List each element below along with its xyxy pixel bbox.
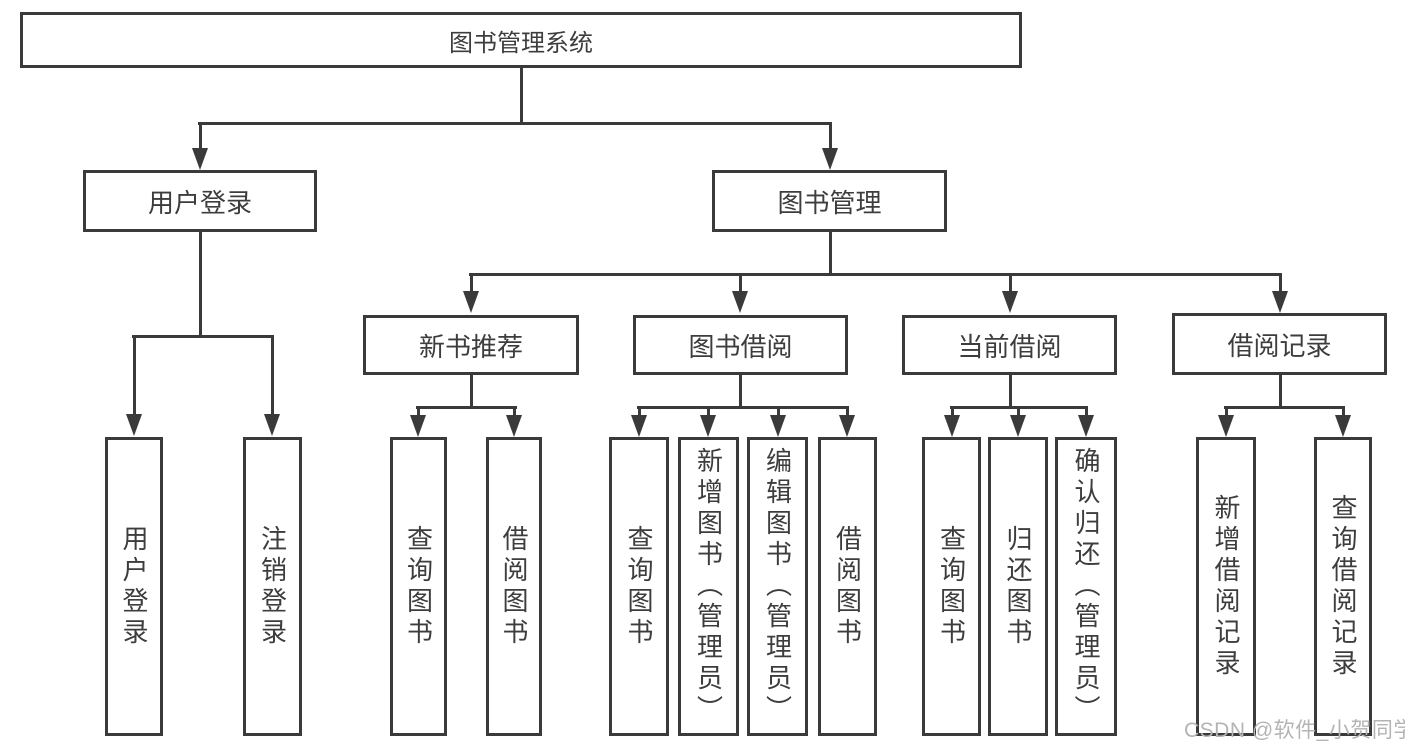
connector-arrow-line (706, 406, 710, 417)
connector-arrow-line (1084, 406, 1088, 417)
leaf-current-confirm-return-admin: 确认归还（管理员） (1055, 437, 1117, 736)
arrowhead-down-icon (1218, 415, 1234, 437)
node-label: 用户登录 (119, 524, 149, 649)
node-label: 编辑图书（管理员） (762, 447, 793, 726)
leaf-borrow-edit-books-admin: 编辑图书（管理员） (747, 437, 808, 736)
node-label: 查询图书 (403, 524, 434, 649)
leaf-logout: 注销登录 (243, 437, 302, 736)
node-current-borrowing: 当前借阅 (902, 315, 1117, 375)
arrowhead-down-icon (410, 415, 426, 437)
connector-branch-line (132, 335, 274, 338)
leaf-borrow-query-books: 查询图书 (609, 437, 669, 736)
arrowhead-down-icon (839, 415, 855, 437)
csdn-watermark: CSDN @软件_小贺同学 (1184, 719, 1405, 742)
connector-arrow-line (416, 406, 420, 417)
arrowhead-down-icon (700, 415, 716, 437)
node-label: 借阅图书 (499, 524, 529, 649)
arrowhead-down-icon (463, 291, 479, 313)
node-label: 图书借阅 (688, 331, 793, 362)
node-label: 查询图书 (936, 524, 967, 649)
connector-stem-line (469, 375, 473, 409)
connector-arrow-line (738, 273, 742, 293)
connector-stem-line (738, 375, 742, 409)
connector-arrow-line (198, 122, 202, 150)
connector-arrow-line (469, 273, 473, 293)
node-borrowing-records: 借阅记录 (1172, 313, 1387, 375)
node-label: 图书管理 (777, 187, 882, 218)
connector-arrow-line (845, 406, 849, 417)
arrowhead-down-icon (944, 415, 960, 437)
node-label: 查询图书 (624, 524, 654, 649)
node-user-login: 用户登录 (83, 170, 317, 232)
connector-arrow-line (828, 122, 832, 150)
leaf-records-add-borrow-record: 新增借阅记录 (1196, 437, 1256, 736)
arrowhead-down-icon (1002, 291, 1018, 313)
connector-stem-line (519, 68, 523, 125)
node-new-book-recommendation: 新书推荐 (363, 315, 579, 375)
arrowhead-down-icon (192, 148, 208, 170)
arrowhead-down-icon (1078, 415, 1094, 437)
arrowhead-down-icon (770, 415, 786, 437)
node-label: 确认归还（管理员） (1071, 447, 1101, 726)
node-book-borrowing: 图书借阅 (633, 315, 848, 375)
node-label: 注销登录 (257, 524, 288, 649)
arrowhead-down-icon (822, 148, 838, 170)
node-book-management: 图书管理 (712, 170, 947, 232)
leaf-borrow-add-books-admin: 新增图书（管理员） (678, 437, 739, 736)
connector-stem-line (1008, 375, 1012, 409)
arrowhead-down-icon (1010, 415, 1026, 437)
connector-arrow-line (1016, 406, 1020, 417)
leaf-records-query-borrow-record: 查询借阅记录 (1314, 437, 1372, 736)
connector-stem-line (1278, 375, 1282, 409)
node-label: 借阅记录 (1227, 330, 1332, 361)
connector-arrow-line (1224, 406, 1228, 417)
node-label: 当前借阅 (957, 331, 1062, 362)
node-root-library-management-system: 图书管理系统 (20, 12, 1022, 68)
connector-arrow-line (776, 406, 780, 417)
node-label: 新增图书（管理员） (693, 447, 724, 726)
leaf-current-return-books: 归还图书 (988, 437, 1048, 736)
node-label: 用户登录 (147, 187, 252, 218)
arrowhead-down-icon (506, 415, 522, 437)
leaf-newbook-query-books: 查询图书 (390, 437, 447, 736)
connector-arrow-line (1278, 273, 1282, 293)
node-label: 新书推荐 (418, 331, 523, 362)
connector-arrow-line (132, 335, 136, 416)
arrowhead-down-icon (1335, 415, 1351, 437)
connector-branch-line (637, 406, 849, 409)
leaf-borrow-borrow-books: 借阅图书 (818, 437, 877, 736)
connector-branch-line (416, 406, 517, 409)
arrowhead-down-icon (732, 291, 748, 313)
connector-arrow-line (1008, 273, 1012, 293)
node-label: 归还图书 (1003, 524, 1033, 649)
node-label: 借阅图书 (832, 524, 863, 649)
connector-branch-line (198, 122, 832, 125)
leaf-user-login: 用户登录 (105, 437, 163, 736)
connector-arrow-line (512, 406, 516, 417)
arrowhead-down-icon (264, 414, 280, 436)
arrowhead-down-icon (126, 414, 142, 436)
node-label: 查询借阅记录 (1328, 493, 1358, 680)
leaf-current-query-books: 查询图书 (922, 437, 981, 736)
node-label: 图书管理系统 (449, 29, 593, 57)
arrowhead-down-icon (1272, 291, 1288, 313)
connector-stem-line (828, 232, 832, 276)
connector-stem-line (198, 232, 202, 338)
leaf-newbook-borrow-books: 借阅图书 (486, 437, 542, 736)
node-label: 新增借阅记录 (1211, 493, 1241, 680)
connector-arrow-line (270, 335, 274, 416)
arrowhead-down-icon (631, 415, 647, 437)
connector-arrow-line (950, 406, 954, 417)
connector-branch-line (469, 273, 1282, 276)
connector-branch-line (1224, 406, 1345, 409)
connector-arrow-line (637, 406, 641, 417)
connector-arrow-line (1341, 406, 1345, 417)
